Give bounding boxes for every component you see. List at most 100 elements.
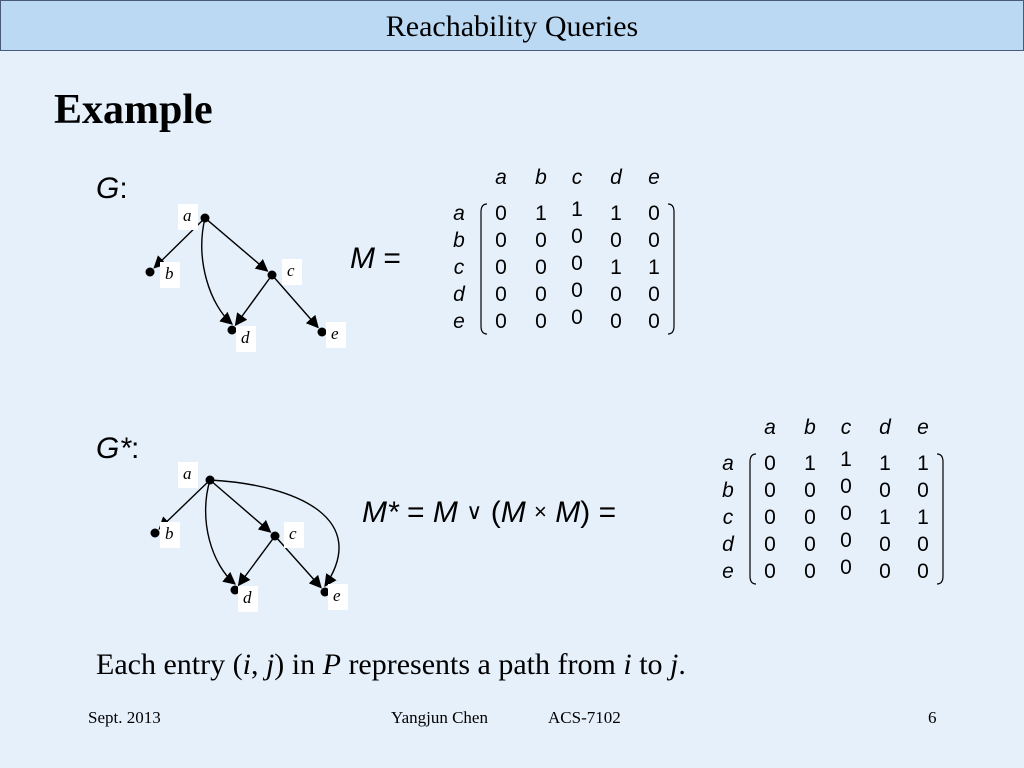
or-operator: ∨ bbox=[466, 499, 483, 524]
matrix-m-cell-d-b: 0 bbox=[535, 283, 547, 306]
matrix-m-cell-b-b: 0 bbox=[535, 229, 547, 252]
times-operator: × bbox=[534, 499, 547, 524]
matrix-m-lhs: M bbox=[350, 242, 375, 275]
node-c-label: c bbox=[289, 524, 297, 543]
matrix-m-cell-e-a: 0 bbox=[495, 310, 507, 333]
matrix-m-cell-e-c: 0 bbox=[571, 306, 583, 329]
matrix-m-cell-a-b: 1 bbox=[535, 202, 547, 225]
footer-page-number: 6 bbox=[928, 708, 937, 727]
node-a-label: a bbox=[183, 206, 192, 225]
matrix-mstar-row-header-b: b bbox=[722, 479, 734, 502]
matrix-mstar-cell-d-a: 0 bbox=[764, 533, 776, 556]
matrix-m-cell-c-d: 1 bbox=[610, 256, 622, 279]
matrix-mstar-cell-d-e: 0 bbox=[917, 533, 929, 556]
matrix-m-cell-b-a: 0 bbox=[495, 229, 507, 252]
node-b-label: b bbox=[165, 264, 174, 283]
matrix-mstar-cell-e-e: 0 bbox=[917, 560, 929, 583]
matrix-mstar-cell-d-d: 0 bbox=[879, 533, 891, 556]
matrix-mstar-left-bracket bbox=[749, 453, 757, 585]
matrix-mstar-cell-c-c: 0 bbox=[840, 502, 852, 525]
matrix-mstar-cell-b-d: 0 bbox=[879, 479, 891, 502]
node-c bbox=[270, 531, 280, 541]
matrix-mstar-cell-c-d: 1 bbox=[879, 506, 891, 529]
node-d-label-box bbox=[238, 586, 258, 612]
edge-a-d bbox=[204, 479, 236, 585]
matrix-mstar-row-header-e: e bbox=[722, 560, 734, 583]
matrix-mstar-cell-e-d: 0 bbox=[879, 560, 891, 583]
matrix-mstar-cell-e-a: 0 bbox=[764, 560, 776, 583]
matrix-m-cell-b-c: 0 bbox=[571, 225, 583, 248]
node-d-label: d bbox=[241, 328, 250, 347]
matrix-m-cell-d-d: 0 bbox=[610, 283, 622, 306]
edge-a-d bbox=[201, 217, 233, 325]
matrix-m-col-header-a: a bbox=[495, 166, 507, 189]
node-b bbox=[150, 528, 160, 538]
matrix-mstar-cell-c-a: 0 bbox=[764, 506, 776, 529]
matrix-m-col-header-e: e bbox=[648, 166, 660, 189]
matrix-m-cell-b-d: 0 bbox=[610, 229, 622, 252]
matrix-mstar-cell-c-e: 1 bbox=[917, 506, 929, 529]
matrix-m-cell-c-e: 1 bbox=[648, 256, 660, 279]
paren-close: ) bbox=[580, 496, 591, 529]
matrix-mstar-equals2: = bbox=[598, 496, 617, 529]
edge-c-e bbox=[274, 277, 319, 329]
paren-open: ( bbox=[490, 496, 501, 529]
matrix-mstar-m3: M bbox=[555, 496, 581, 529]
matrix-mstar-cell-d-c: 0 bbox=[840, 529, 852, 552]
matrix-m-cell-e-b: 0 bbox=[535, 310, 547, 333]
matrix-m-cell-c-b: 0 bbox=[535, 256, 547, 279]
matrix-m-row-header-a: a bbox=[453, 202, 465, 225]
matrix-mstar-cell-e-c: 0 bbox=[840, 556, 852, 579]
matrix-mstar-cell-b-c: 0 bbox=[840, 475, 852, 498]
slide-title: Reachability Queries bbox=[385, 10, 639, 43]
matrix-mstar-col-header-b: b bbox=[804, 416, 816, 439]
node-b-label-box bbox=[160, 262, 180, 288]
node-b bbox=[145, 267, 155, 277]
footer-author: Yangjun Chen bbox=[391, 708, 488, 727]
matrix-m-label: M = bbox=[350, 242, 401, 276]
node-c bbox=[267, 270, 277, 280]
matrix-m-cell-a-c: 1 bbox=[571, 198, 583, 221]
matrix-mstar-col-header-a: a bbox=[764, 416, 776, 439]
matrix-mstar-lhs: M* bbox=[362, 496, 399, 529]
matrix-mstar-cell-e-b: 0 bbox=[804, 560, 816, 583]
edge-c-d bbox=[237, 538, 274, 587]
matrix-mstar-cell-a-b: 1 bbox=[804, 452, 816, 475]
edge-a-b bbox=[158, 482, 208, 530]
slide-title-bar: Reachability Queries bbox=[0, 0, 1024, 51]
matrix-m-row-header-d: d bbox=[453, 283, 466, 306]
matrix-mstar-equals: = bbox=[407, 496, 425, 529]
matrix-m-col-header-b: b bbox=[535, 166, 547, 189]
node-a bbox=[200, 213, 210, 223]
node-e-label-box bbox=[328, 584, 348, 610]
node-d bbox=[227, 325, 237, 335]
matrix-mstar-m1: M bbox=[432, 496, 458, 529]
node-a bbox=[205, 475, 215, 485]
node-e bbox=[317, 327, 327, 337]
matrix-m-cell-d-c: 0 bbox=[571, 279, 583, 302]
node-a-label: a bbox=[183, 464, 192, 483]
matrix-m-cell-e-e: 0 bbox=[648, 310, 660, 333]
matrix-mstar-cell-a-c: 1 bbox=[840, 448, 852, 471]
node-d-label-box bbox=[236, 326, 256, 352]
edge-a-b bbox=[153, 220, 203, 269]
matrix-mstar-col-header-d: d bbox=[879, 416, 892, 439]
matrix-m-cell-a-e: 0 bbox=[648, 202, 660, 225]
node-e bbox=[320, 587, 330, 597]
node-e-label: e bbox=[331, 324, 339, 343]
matrix-mstar-col-header-e: e bbox=[917, 416, 929, 439]
matrix-mstar-cell-c-b: 0 bbox=[804, 506, 816, 529]
caption: Each entry (i, j) in P represents a path… bbox=[96, 648, 686, 681]
matrix-m-row-header-e: e bbox=[453, 310, 465, 333]
node-e-label-box bbox=[326, 322, 346, 348]
matrix-mstar-m2: M bbox=[500, 496, 526, 529]
matrix-m-cell-a-d: 1 bbox=[610, 202, 622, 225]
matrix-mstar-cell-a-a: 0 bbox=[764, 452, 776, 475]
matrix-mstar-cell-d-b: 0 bbox=[804, 533, 816, 556]
matrix-m-left-bracket bbox=[480, 203, 488, 335]
matrix-m-cell-e-d: 0 bbox=[610, 310, 622, 333]
edge-c-d bbox=[234, 277, 271, 327]
matrix-mstar-cell-b-b: 0 bbox=[804, 479, 816, 502]
node-d bbox=[230, 585, 240, 595]
node-c-label-box bbox=[282, 259, 302, 285]
